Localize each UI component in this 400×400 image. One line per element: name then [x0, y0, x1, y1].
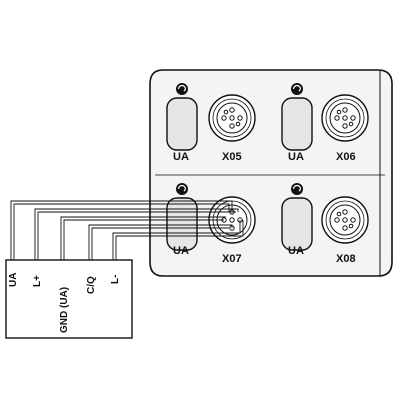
- port-window: [166, 197, 198, 251]
- power-symbol-icon: [291, 83, 303, 95]
- port-label: X05: [222, 151, 242, 163]
- wire-bundle: [10, 200, 244, 260]
- power-symbol-icon: [176, 83, 188, 95]
- port-label: X08: [336, 253, 356, 265]
- port-label: X07: [222, 253, 242, 265]
- terminal-label-l-minus: L-: [110, 275, 121, 284]
- terminal-block: UA L+ GND (UA) C/Q L-: [5, 259, 133, 339]
- wire-l-minus: [112, 220, 241, 260]
- power-symbol-icon: [291, 183, 303, 195]
- terminal-label-cq: C/Q: [86, 276, 97, 294]
- port-window: [281, 97, 313, 151]
- port-window: [281, 197, 313, 251]
- ua-label: UA: [288, 245, 304, 257]
- port-x06: UA X06: [281, 83, 369, 163]
- port-x08: UA X08: [281, 183, 369, 265]
- ua-label: UA: [173, 245, 189, 257]
- port-x05: UA X05: [166, 83, 256, 163]
- m12-connector-icon: [208, 94, 256, 142]
- terminal-label-ua: UA: [8, 273, 19, 287]
- wire-l-plus: [34, 208, 239, 260]
- m12-connector-icon: [321, 94, 369, 142]
- port-label: X06: [336, 151, 356, 163]
- wire-cq: [88, 224, 233, 260]
- port-x07: UA X07: [166, 183, 256, 265]
- ua-label: UA: [288, 151, 304, 163]
- terminal-label-l-plus: L+: [32, 275, 43, 287]
- m12-connector-icon: [321, 196, 369, 244]
- power-symbol-icon: [176, 183, 188, 195]
- wire-ua: [10, 200, 233, 260]
- wire-gnd: [60, 216, 226, 260]
- port-window: [166, 97, 198, 151]
- terminal-label-gnd-ua: GND (UA): [59, 287, 70, 333]
- terminal-block-frame: [5, 259, 133, 339]
- ua-label: UA: [173, 151, 189, 163]
